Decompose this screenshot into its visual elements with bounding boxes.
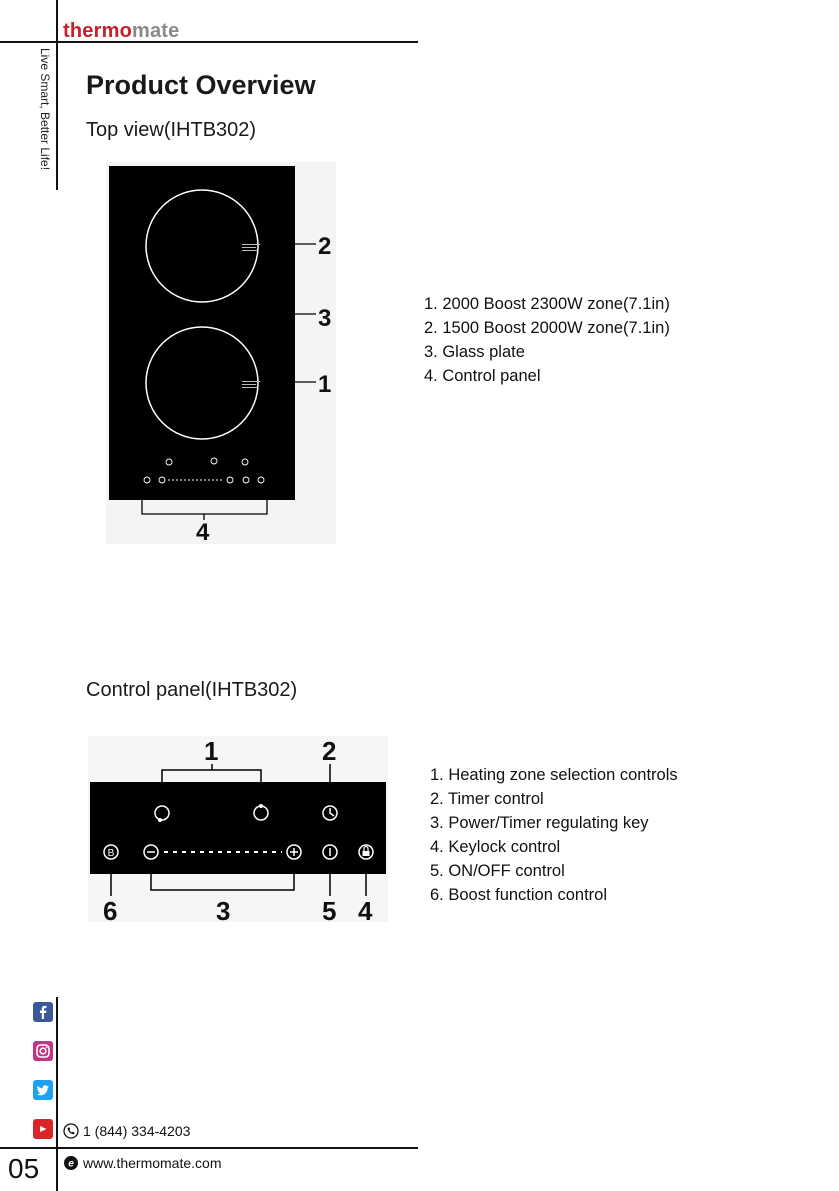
list-item: 5. ON/OFF control (430, 862, 565, 880)
header-vertical-rule (56, 0, 58, 190)
list-item: 4. Control panel (424, 367, 541, 385)
website-contact: e www.thermomate.com (63, 1155, 221, 1171)
callout-4: 4 (196, 519, 210, 544)
callout-3: 3 (318, 305, 331, 332)
glass-plate (109, 166, 295, 500)
callout-2: 2 (318, 233, 331, 260)
phone-contact: 1 (844) 334-4203 (63, 1123, 190, 1139)
facebook-icon[interactable] (33, 1002, 53, 1022)
plus-icon (286, 844, 302, 860)
youtube-icon[interactable] (33, 1119, 53, 1139)
heating-zone-2 (145, 189, 259, 303)
phone-icon (63, 1123, 79, 1139)
footer-rule (0, 1147, 418, 1149)
web-icon: e (64, 1156, 78, 1170)
footer-vertical-rule (56, 997, 58, 1191)
svg-text:B: B (108, 848, 115, 859)
list-item: 3. Power/Timer regulating key (430, 814, 649, 832)
callout-1: 1 (204, 736, 218, 766)
website-link[interactable]: www.thermomate.com (83, 1155, 222, 1171)
page-number: 05 (8, 1153, 40, 1184)
list-item: 3. Glass plate (424, 343, 525, 361)
phone-number[interactable]: 1 (844) 334-4203 (83, 1123, 191, 1139)
list-item: 2. 1500 Boost 2000W zone(7.1in) (424, 319, 670, 337)
boost-icon: B (103, 844, 119, 860)
svg-text:e: e (68, 1159, 74, 1170)
list-item: 4. Keylock control (430, 838, 561, 856)
list-item: 2. Timer control (430, 790, 544, 808)
minus-icon (143, 844, 159, 860)
header-rule (0, 41, 418, 43)
lock-icon (358, 844, 374, 860)
control-panel-subtitle: Control panel(IHTB302) (86, 679, 298, 701)
callout-4: 4 (358, 896, 373, 922)
tagline: Live Smart, Better Life! (38, 48, 52, 171)
brand-logo: thermomate (63, 20, 180, 42)
callout-3: 3 (216, 896, 230, 922)
page-title: Product Overview (86, 70, 316, 100)
control-panel-legend: 1. Heating zone selection controls 2. Ti… (430, 763, 678, 907)
power-icon (322, 844, 338, 860)
list-item: 1. Heating zone selection controls (430, 766, 678, 784)
control-panel-diagram: B 1 2 6 3 5 4 (88, 736, 388, 922)
top-view-legend: 1. 2000 Boost 2300W zone(7.1in) 2. 1500 … (424, 292, 670, 388)
callout-5: 5 (322, 896, 336, 922)
instagram-icon[interactable] (33, 1041, 53, 1061)
list-item: 1. 2000 Boost 2300W zone(7.1in) (424, 295, 670, 313)
twitter-icon[interactable] (33, 1080, 53, 1100)
callout-1: 1 (318, 371, 331, 398)
callout-2: 2 (322, 736, 336, 766)
top-view-subtitle: Top view(IHTB302) (86, 119, 257, 141)
callout-6: 6 (103, 896, 117, 922)
control-panel-strip (90, 782, 386, 874)
cooktop-top-view-diagram: 2 3 1 4 (106, 162, 336, 544)
list-item: 6. Boost function control (430, 886, 608, 904)
timer-icon (322, 805, 338, 821)
heating-zone-1 (145, 326, 259, 440)
